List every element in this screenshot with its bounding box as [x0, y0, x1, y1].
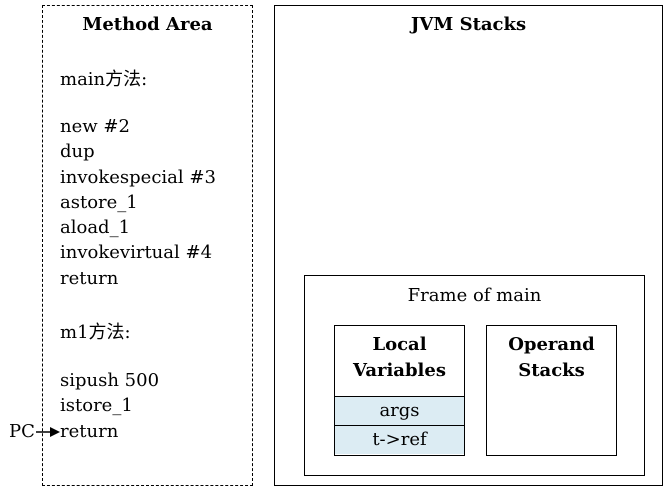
operand-stacks-heading: Operand Stacks	[487, 332, 616, 384]
instruction-line: invokevirtual #4	[60, 242, 213, 263]
method-area-panel: Method Area	[42, 5, 253, 486]
instruction-line: astore_1	[60, 192, 138, 213]
stack-frame: Frame of main	[304, 275, 645, 476]
instruction-line: sipush 500	[60, 370, 160, 391]
local-variable-slot: args	[335, 396, 464, 425]
instruction-line: istore_1	[60, 395, 133, 416]
local-variable-slot: t->ref	[335, 425, 464, 454]
local-variables-heading: Local Variables	[335, 332, 464, 384]
operand-stacks-heading-line2: Stacks	[518, 360, 585, 381]
jvm-stacks-panel: JVM Stacks	[274, 5, 663, 486]
instruction-line: return	[60, 268, 119, 289]
instruction-line: dup	[60, 141, 95, 162]
m1-method-label: m1方法:	[60, 322, 131, 343]
instruction-line: invokespecial #3	[60, 167, 216, 188]
operand-stacks-box: Operand Stacks	[486, 325, 617, 456]
local-variables-box: Local Variables args t->ref	[334, 325, 465, 456]
jvm-stacks-title: JVM Stacks	[410, 14, 527, 35]
method-area-title: Method Area	[82, 14, 213, 35]
instruction-line: aload_1	[60, 217, 131, 238]
pc-label: PC	[9, 421, 35, 442]
operand-stacks-heading-line1: Operand	[508, 334, 595, 355]
local-variables-heading-line1: Local	[372, 334, 427, 355]
pc-arrow-icon	[36, 427, 60, 437]
main-method-label: main方法:	[60, 69, 148, 90]
instruction-line: new #2	[60, 116, 130, 137]
frame-title: Frame of main	[407, 285, 542, 306]
instruction-line: return	[60, 421, 119, 442]
local-variables-heading-line2: Variables	[353, 360, 446, 381]
